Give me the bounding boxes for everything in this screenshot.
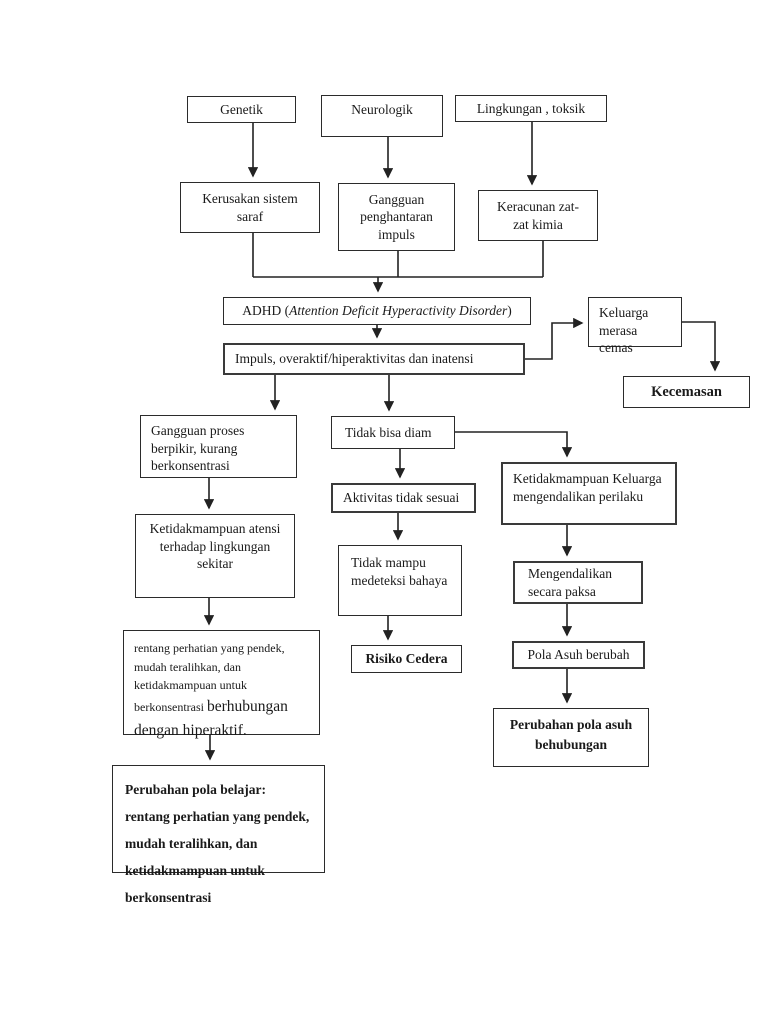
node-perubahan-pola-asuh: Perubahan pola asuh behubungan <box>493 708 649 767</box>
arrow-keluarga-cemas-to-kecemasan <box>682 321 721 372</box>
node-mengendalikan-paksa: Mengendalikan secara paksa <box>513 561 643 604</box>
node-ketidakmampuan-keluarga: Ketidakmampuan Keluarga mengendalikan pe… <box>501 462 677 525</box>
node-lingkungan-toksik: Lingkungan , toksik <box>455 95 607 122</box>
node-impuls-overaktif: Impuls, overaktif/hiperaktivitas dan ina… <box>223 343 525 375</box>
node-neurologik: Neurologik <box>321 95 443 137</box>
node-keracunan-zat-kimia: Keracunan zat-zat kimia <box>478 190 598 241</box>
node-gangguan-proses-berpikir: Gangguan proses berpikir, kurang berkons… <box>140 415 297 478</box>
node-ketidakmampuan-atensi: Ketidakmampuan atensi terhadap lingkunga… <box>135 514 295 598</box>
node-tidak-mampu-medeteksi: Tidak mampu medeteksi bahaya <box>338 545 462 616</box>
node-aktivitas-tidak-sesuai: Aktivitas tidak sesuai <box>331 483 476 513</box>
node-adhd: ADHD (Attention Deficit Hyperactivity Di… <box>223 297 531 325</box>
arrow-tidak-bisa-diam-to-ketidakmampuan-keluarga <box>455 431 573 458</box>
node-risiko-cedera: Risiko Cedera <box>351 645 462 673</box>
node-gangguan-penghantaran-impuls: Gangguan penghantaran impuls <box>338 183 455 251</box>
adhd-label-italic: Attention Deficit Hyperactivity Disorder <box>289 303 508 319</box>
node-tidak-bisa-diam: Tidak bisa diam <box>331 416 455 449</box>
node-kecemasan: Kecemasan <box>623 376 750 408</box>
node-kerusakan-sistem-saraf: Kerusakan sistem saraf <box>180 182 320 233</box>
adhd-label-suffix: ) <box>507 303 512 319</box>
node-genetik: Genetik <box>187 96 296 123</box>
arrow-impuls-to-keluarga-cemas <box>525 317 584 360</box>
node-rentang-perhatian: rentang perhatian yang pendek, mudah ter… <box>123 630 320 739</box>
node-keluarga-merasa-cemas: Keluarga merasa cemas <box>588 297 682 355</box>
rentang-text-small: rentang perhatian yang pendek, mudah ter… <box>134 641 285 714</box>
node-perubahan-pola-belajar: Perubahan pola belajar: rentang perhatia… <box>112 765 325 905</box>
rentang-text-large: berhubungan dengan hiperaktif. <box>134 697 288 739</box>
node-pola-asuh-berubah: Pola Asuh berubah <box>512 641 645 669</box>
adhd-label-prefix: ADHD ( <box>242 303 290 319</box>
